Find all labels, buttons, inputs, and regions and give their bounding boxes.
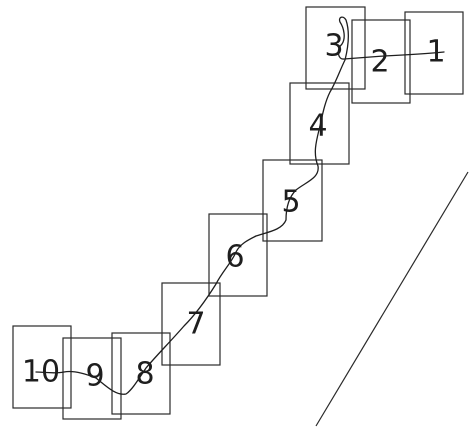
card-6-frame <box>208 213 268 297</box>
card-5-label: 5 <box>281 185 300 220</box>
card-3-frame <box>305 6 366 90</box>
card-10: 10 <box>12 325 72 409</box>
card-5: 5 <box>262 159 323 242</box>
card-6: 6 <box>208 213 268 297</box>
card-1: 1 <box>404 11 464 95</box>
card-8-label: 8 <box>135 357 154 392</box>
card-2-label: 2 <box>370 45 389 80</box>
card-9-frame <box>62 337 122 420</box>
card-4: 4 <box>289 82 350 165</box>
card-7: 7 <box>161 282 221 366</box>
card-7-label: 7 <box>186 307 205 342</box>
card-6-label: 6 <box>225 240 244 275</box>
card-2: 2 <box>351 19 411 104</box>
card-5-frame <box>262 159 323 242</box>
connecting-trace <box>35 16 445 395</box>
diagonal-line <box>315 171 469 427</box>
card-9: 9 <box>62 337 122 420</box>
card-8: 8 <box>111 332 171 415</box>
card-2-frame <box>351 19 411 104</box>
card-7-frame <box>161 282 221 366</box>
card-8-frame <box>111 332 171 415</box>
card-4-label: 4 <box>308 109 327 144</box>
card-1-frame <box>404 11 464 95</box>
card-9-label: 9 <box>85 359 104 394</box>
card-1-label: 1 <box>426 35 445 70</box>
card-3: 3 <box>305 6 366 90</box>
card-10-frame <box>12 325 72 409</box>
card-4-frame <box>289 82 350 165</box>
